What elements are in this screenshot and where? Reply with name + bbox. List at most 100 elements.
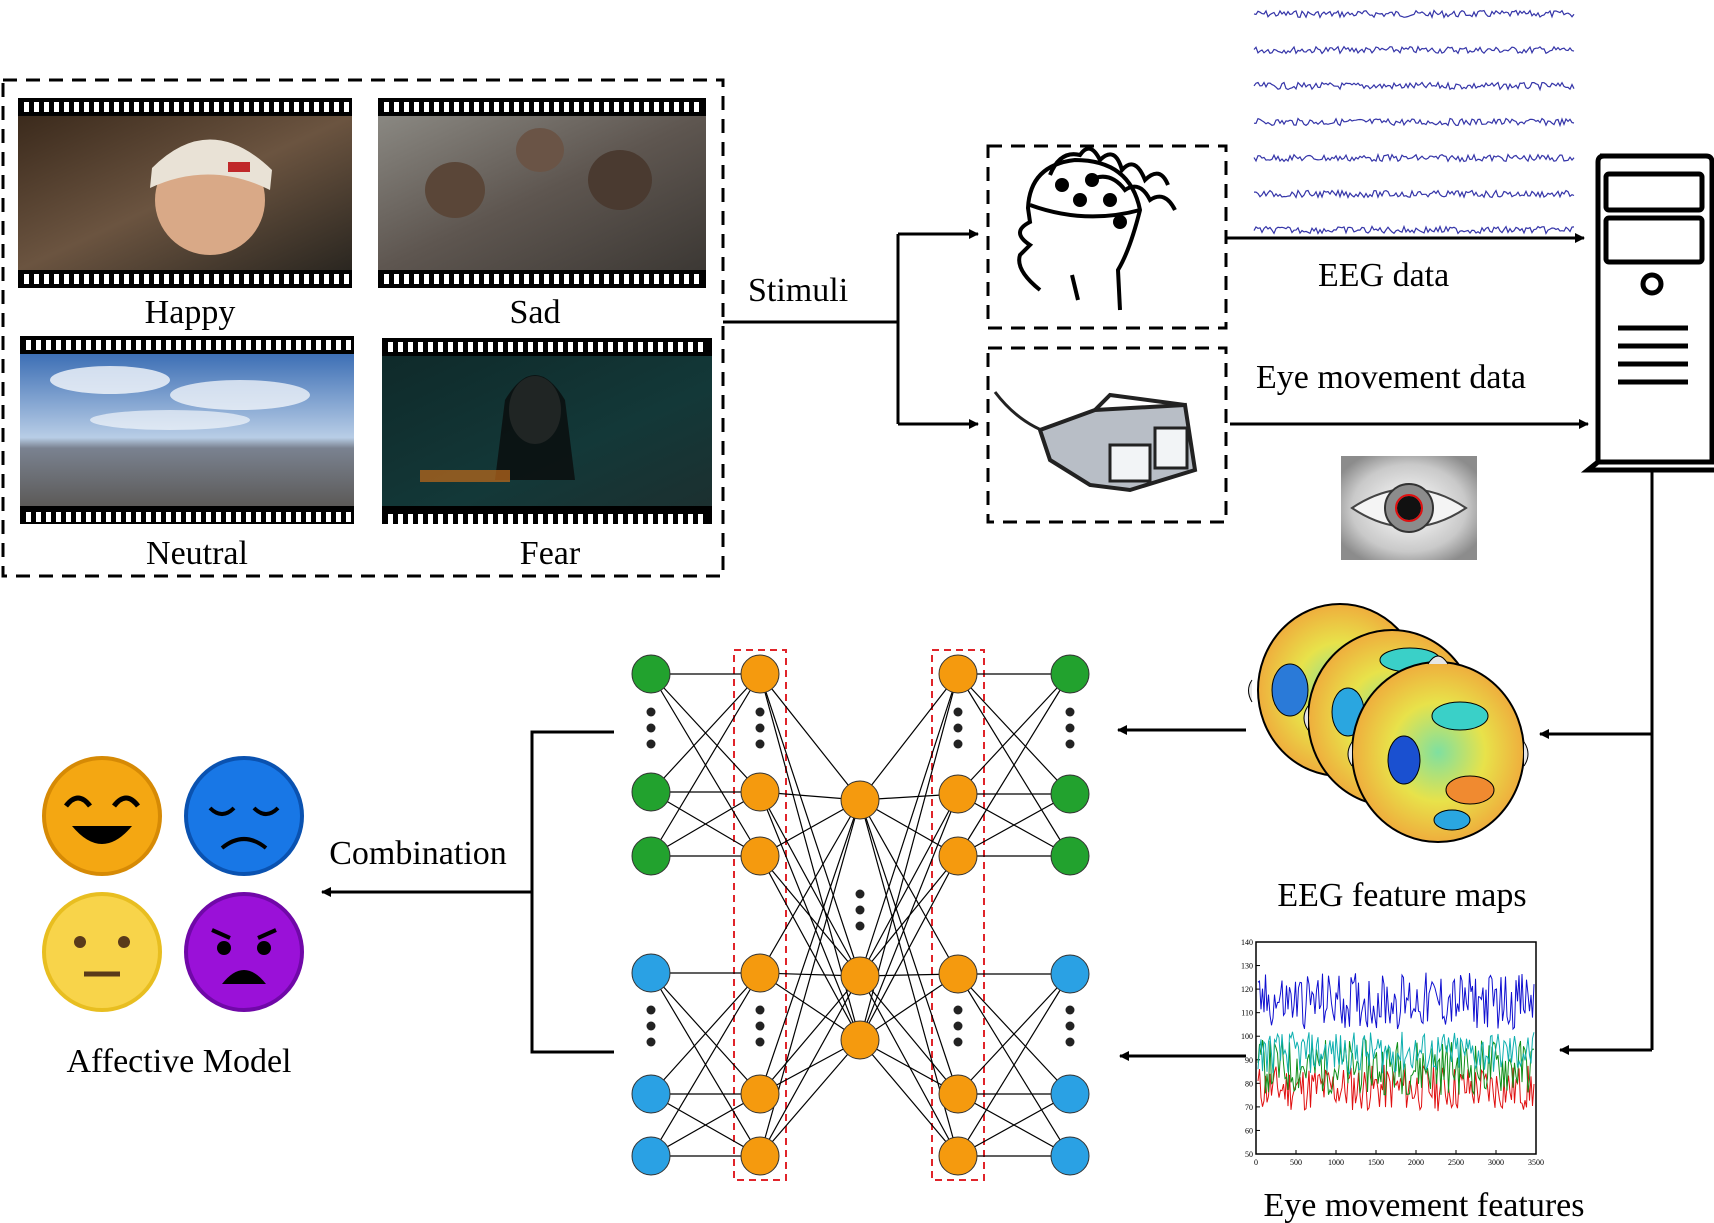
ellipsis-dot: [1065, 1021, 1075, 1031]
eeg-topomaps: [1248, 603, 1529, 843]
network-edges: [650, 673, 1071, 1157]
ellipsis-dot: [755, 1005, 765, 1015]
fear-face-icon: [184, 892, 304, 1012]
ellipsis-dot: [646, 739, 656, 749]
happy-face-icon: [42, 756, 162, 876]
hidden-node: [740, 953, 780, 993]
ellipsis-dot: [953, 1021, 963, 1031]
y-tick-label: 110: [1241, 1009, 1253, 1018]
hidden-layer-box-left: [733, 649, 787, 1181]
network-nodes: [631, 654, 1090, 1176]
eeg-output-node: [1050, 836, 1090, 876]
eeg-trace: [1253, 45, 1575, 55]
film-perforation: [388, 342, 703, 524]
neutral-face-icon: [42, 892, 162, 1012]
y-tick-label: 90: [1245, 1056, 1253, 1065]
eeg-topomap: [1347, 655, 1529, 843]
eeg-trace: [1253, 224, 1575, 235]
computer-icon: [1580, 153, 1714, 473]
sad-face-icon: [184, 756, 304, 876]
eeg-raw-traces: [1253, 9, 1575, 235]
y-tick-label: 80: [1245, 1079, 1253, 1088]
eye-output-node: [1050, 954, 1090, 994]
y-tick-label: 140: [1241, 938, 1253, 947]
eye-tracker-glasses-icon: [993, 391, 1198, 493]
ellipsis-dot: [953, 1037, 963, 1047]
clip-sad: [378, 98, 706, 288]
stimuli-box: [1, 78, 725, 578]
eye-photo: [1341, 456, 1477, 560]
eeg-cap-box: [986, 144, 1228, 330]
ellipsis-dot: [953, 707, 963, 717]
x-tick-label: 1500: [1368, 1158, 1384, 1167]
eye-input-node: [631, 953, 671, 993]
hidden-node: [740, 836, 780, 876]
film-perforation: [384, 102, 699, 284]
ellipsis-dot: [1065, 723, 1075, 733]
x-tick-label: 0: [1254, 1158, 1258, 1167]
hidden-node: [938, 774, 978, 814]
film-perforation: [26, 340, 351, 522]
clip-label-sad: Sad: [510, 294, 561, 331]
hidden-node: [938, 954, 978, 994]
eye-series-line: [1257, 1064, 1535, 1112]
eye-output-node: [1050, 1136, 1090, 1176]
hidden-node: [740, 654, 780, 694]
eye-series-line: [1257, 972, 1535, 1031]
ellipsis-dot: [1065, 707, 1075, 717]
eeg-trace: [1253, 152, 1575, 163]
shared-node: [840, 1020, 880, 1060]
stimuli-label: Stimuli: [748, 272, 848, 309]
clip-label-fear: Fear: [520, 535, 581, 572]
clip-label-happy: Happy: [145, 294, 236, 331]
eeg-input-node: [631, 836, 671, 876]
ellipsis-dot: [646, 1021, 656, 1031]
eye-features-label: Eye movement features: [1264, 1187, 1585, 1223]
autoencoder-network: [631, 649, 1090, 1181]
ellipsis-dot: [855, 905, 865, 915]
clip-happy: [18, 98, 352, 288]
clip-neutral: [20, 336, 354, 524]
x-tick-label: 2000: [1408, 1158, 1424, 1167]
eye-input-node: [631, 1074, 671, 1114]
ellipsis-dot: [1065, 1037, 1075, 1047]
ellipsis-dot: [1065, 739, 1075, 749]
x-tick-label: 1000: [1328, 1158, 1344, 1167]
eeg-output-node: [1050, 774, 1090, 814]
eeg-trace: [1254, 188, 1575, 199]
eeg-input-node: [631, 654, 671, 694]
eye-series-line: [1257, 1031, 1535, 1075]
ellipsis-dot: [755, 739, 765, 749]
combination-label: Combination: [329, 835, 507, 872]
eeg-input-node: [631, 772, 671, 812]
y-tick-label: 70: [1245, 1103, 1253, 1112]
ellipsis-dot: [855, 889, 865, 899]
eye-input-node: [631, 1136, 671, 1176]
eeg-trace: [1253, 9, 1575, 19]
x-tick-label: 2500: [1448, 1158, 1464, 1167]
y-tick-label: 120: [1241, 985, 1253, 994]
hidden-layer-box-right: [931, 649, 985, 1181]
x-tick-label: 3500: [1528, 1158, 1544, 1167]
x-tick-label: 3000: [1488, 1158, 1504, 1167]
ellipsis-dot: [953, 723, 963, 733]
eeg-trace: [1253, 81, 1575, 92]
eye-output-node: [1050, 1074, 1090, 1114]
eye-series-line: [1257, 1038, 1535, 1096]
eeg-data-label: EEG data: [1318, 257, 1449, 294]
clip-fear: [382, 338, 712, 524]
shared-node: [840, 780, 880, 820]
eeg-electrodes: [1055, 173, 1127, 229]
x-tick-label: 500: [1290, 1158, 1302, 1167]
affective-model-label: Affective Model: [66, 1043, 291, 1080]
ellipsis-dot: [755, 707, 765, 717]
ellipsis-dot: [646, 723, 656, 733]
hidden-node: [740, 1136, 780, 1176]
eeg-feature-maps-label: EEG feature maps: [1277, 877, 1526, 914]
eye-data-label: Eye movement data: [1256, 359, 1526, 396]
hidden-node: [740, 1074, 780, 1114]
clip-label-neutral: Neutral: [146, 535, 248, 572]
eeg-trace: [1253, 117, 1575, 128]
